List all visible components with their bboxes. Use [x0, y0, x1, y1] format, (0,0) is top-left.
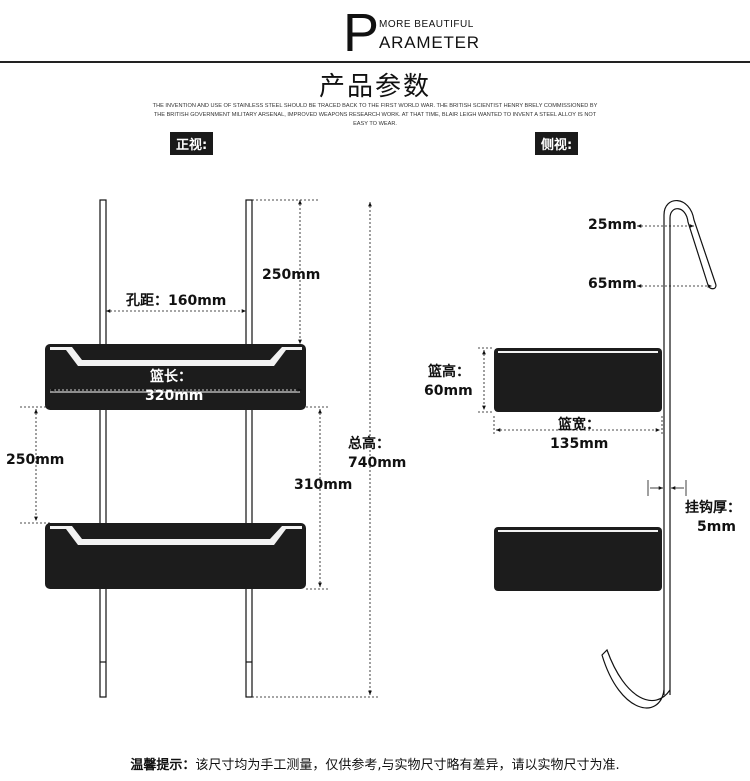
hook-thickness-title: 挂钩厚：	[685, 500, 741, 516]
hole-spacing-label: 孔距：160mm	[126, 293, 227, 309]
note-text: 该尺寸均为手工测量，仅供参考,与实物尺寸略有差异，请以实物尺寸为准.	[195, 758, 620, 773]
lower-basket	[45, 523, 306, 589]
basket-height-title: 篮高：	[428, 364, 470, 380]
hook-top-value: 25mm	[588, 217, 637, 233]
side-upper-basket	[494, 348, 662, 412]
basket-width-value: 135mm	[550, 436, 609, 452]
basket-length-value: 320mm	[145, 388, 204, 404]
basket-width-title: 篮宽：	[558, 417, 600, 433]
side-dimensions	[478, 224, 712, 496]
measurement-note: 温馨提示：该尺寸均为手工测量，仅供参考,与实物尺寸略有差异，请以实物尺寸为准.	[0, 754, 750, 773]
front-rack	[99, 199, 253, 698]
brand-initial: P	[343, 3, 380, 63]
page-title: 产品参数	[318, 72, 431, 102]
total-height-title: 总高：	[348, 436, 390, 452]
note-heading: 温馨提示：	[130, 758, 196, 773]
hook-thickness-value: 5mm	[697, 519, 736, 535]
lower-span-value: 310mm	[294, 477, 353, 493]
right-rod	[245, 199, 253, 698]
basket-length-title: 篮长：	[150, 369, 192, 385]
side-view-label: 侧视:	[535, 132, 579, 155]
upper-basket	[45, 344, 306, 410]
brand-word: ARAMETER	[379, 33, 480, 52]
top-gap-value: 250mm	[262, 267, 321, 283]
front-view-label: 正视:	[170, 132, 214, 155]
total-height-value: 740mm	[348, 455, 407, 471]
brand-tagline: MORE BEAUTIFUL	[379, 19, 474, 30]
side-lower-basket	[494, 527, 662, 591]
hook-depth-value: 65mm	[588, 276, 637, 292]
intro-text: THE INVENTION AND USE OF STAINLESS STEEL…	[152, 103, 598, 127]
between-baskets-value: 250mm	[6, 452, 65, 468]
header-rule	[0, 61, 750, 63]
basket-height-value: 60mm	[424, 383, 473, 399]
front-dimensions	[20, 199, 380, 698]
left-rod	[99, 199, 107, 698]
